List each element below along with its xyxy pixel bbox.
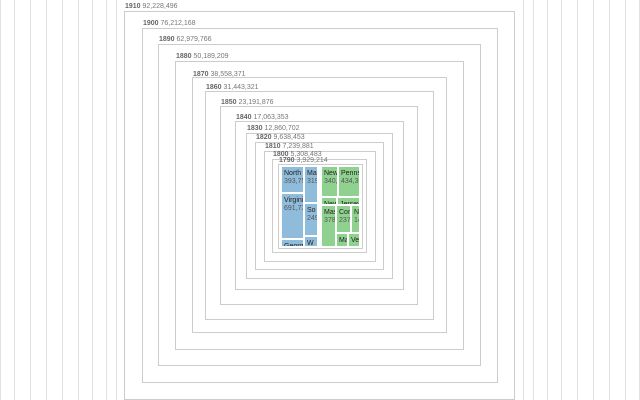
year-label-population: 62,979,766 — [174, 36, 212, 43]
state-cell-name: Jersey — [340, 201, 360, 205]
year-frame-1800 — [272, 159, 367, 253]
year-label-population: 5,308,483 — [288, 151, 322, 158]
state-cell-name: Virginia — [284, 197, 304, 204]
year-label-1810: 1810 7,239,881 — [265, 142, 314, 151]
state-cell-name: New — [324, 201, 337, 205]
state-cell-name: Mas — [324, 209, 336, 216]
state-cell-value: 249 — [307, 215, 318, 222]
state-cell: W — [304, 236, 318, 247]
year-label-population: 76,212,168 — [158, 20, 196, 27]
year-label-1850: 1850 23,191,876 — [221, 98, 274, 107]
state-cell: Jersey — [337, 197, 360, 205]
state-cell: New — [321, 197, 337, 205]
year-frame-1830 — [246, 133, 393, 279]
state-cell: Mai — [336, 233, 348, 247]
year-label-population: 92,228,496 — [140, 3, 178, 10]
year-label-1800: 1800 5,308,483 — [273, 150, 322, 159]
state-cell-value: 434,37 — [341, 178, 359, 185]
state-cell: N14 — [351, 205, 360, 233]
year-frame-1810 — [264, 151, 376, 262]
state-cell-value: 378 — [324, 217, 336, 224]
year-label-year: 1890 — [159, 36, 175, 43]
year-label-1840: 1840 17,063,353 — [236, 113, 289, 122]
year-frame-1820 — [255, 142, 384, 270]
state-cell: Virginia691,73 — [281, 193, 304, 239]
state-cell-name: North C — [284, 170, 303, 177]
state-cell-name: Ve — [351, 237, 360, 244]
state-cell-name: Cor — [339, 209, 351, 216]
year-label-year: 1900 — [143, 20, 159, 27]
state-cell-value: 237 — [339, 217, 351, 224]
year-label-1830: 1830 12,860,702 — [247, 124, 300, 133]
state-cell-name: Mar — [307, 170, 318, 177]
year-label-population: 31,443,321 — [221, 84, 259, 91]
year-frame-1850 — [220, 106, 418, 305]
year-label-year: 1820 — [256, 134, 272, 141]
year-label-year: 1850 — [221, 99, 237, 106]
outer-frame-outline — [106, 0, 534, 400]
state-cell-value: 691,73 — [284, 205, 304, 212]
state-cell: North C393,75 — [281, 166, 304, 193]
year-frame-1860 — [205, 91, 434, 320]
year-label-population: 7,239,881 — [280, 143, 314, 150]
state-cell-name: Mai — [339, 237, 347, 244]
year-frame-1840 — [235, 121, 404, 290]
year-frame-1900 — [142, 28, 498, 383]
year-frame-1890 — [158, 44, 481, 366]
outer-frame-outline — [92, 0, 548, 400]
state-cell-name: Penns — [341, 170, 360, 177]
state-cell-name: N — [354, 209, 360, 216]
outer-frame-outline — [30, 0, 610, 400]
year-label-population: 23,191,876 — [236, 99, 274, 106]
year-label-year: 1870 — [193, 71, 209, 78]
year-label-year: 1880 — [176, 53, 192, 60]
year-label-population: 38,558,371 — [208, 71, 246, 78]
year-frame-1790 — [278, 164, 363, 249]
state-cell: Ve — [348, 233, 360, 247]
state-cell-value: 393,75 — [284, 178, 304, 185]
year-label-1860: 1860 31,443,321 — [206, 83, 259, 92]
year-label-year: 1810 — [265, 143, 281, 150]
year-label-population: 3,929,214 — [294, 157, 328, 164]
year-label-year: 1800 — [273, 151, 289, 158]
state-cell-value: 340, — [324, 178, 338, 185]
year-frame-1870 — [192, 77, 447, 333]
year-label-population: 50,189,209 — [191, 53, 229, 60]
state-cell-name: W — [307, 240, 314, 247]
outer-frame-outline — [78, 0, 562, 400]
year-label-1870: 1870 38,558,371 — [193, 70, 246, 79]
year-label-year: 1910 — [125, 3, 141, 10]
year-label-population: 9,638,453 — [271, 134, 305, 141]
outer-frame-outline — [62, 0, 578, 400]
state-cell-name: So — [307, 207, 316, 214]
year-label-1910: 1910 92,228,496 — [125, 2, 178, 11]
outer-frame-outline — [46, 0, 594, 400]
year-label-population: 17,063,353 — [251, 114, 289, 121]
year-label-year: 1860 — [206, 84, 222, 91]
state-cell-name: New — [324, 170, 338, 177]
state-cell-value: 14 — [354, 217, 359, 224]
year-label-1890: 1890 62,979,766 — [159, 35, 212, 44]
year-label-1880: 1880 50,189,209 — [176, 52, 229, 61]
outer-frame-outline — [14, 0, 626, 400]
year-label-1790: 1790 3,929,214 — [279, 156, 328, 165]
year-frame-1880 — [175, 61, 464, 350]
state-cell-name: Georgi — [284, 243, 304, 247]
year-label-year: 1840 — [236, 114, 252, 121]
year-label-population: 12,860,702 — [262, 125, 300, 132]
year-label-year: 1790 — [279, 157, 295, 164]
outer-frame-outline — [116, 0, 524, 400]
year-label-1900: 1900 76,212,168 — [143, 19, 196, 28]
year-label-1820: 1820 9,638,453 — [256, 133, 305, 142]
state-cell-value: 319 — [307, 178, 318, 185]
year-label-year: 1830 — [247, 125, 263, 132]
state-cell: Georgi — [281, 239, 304, 247]
